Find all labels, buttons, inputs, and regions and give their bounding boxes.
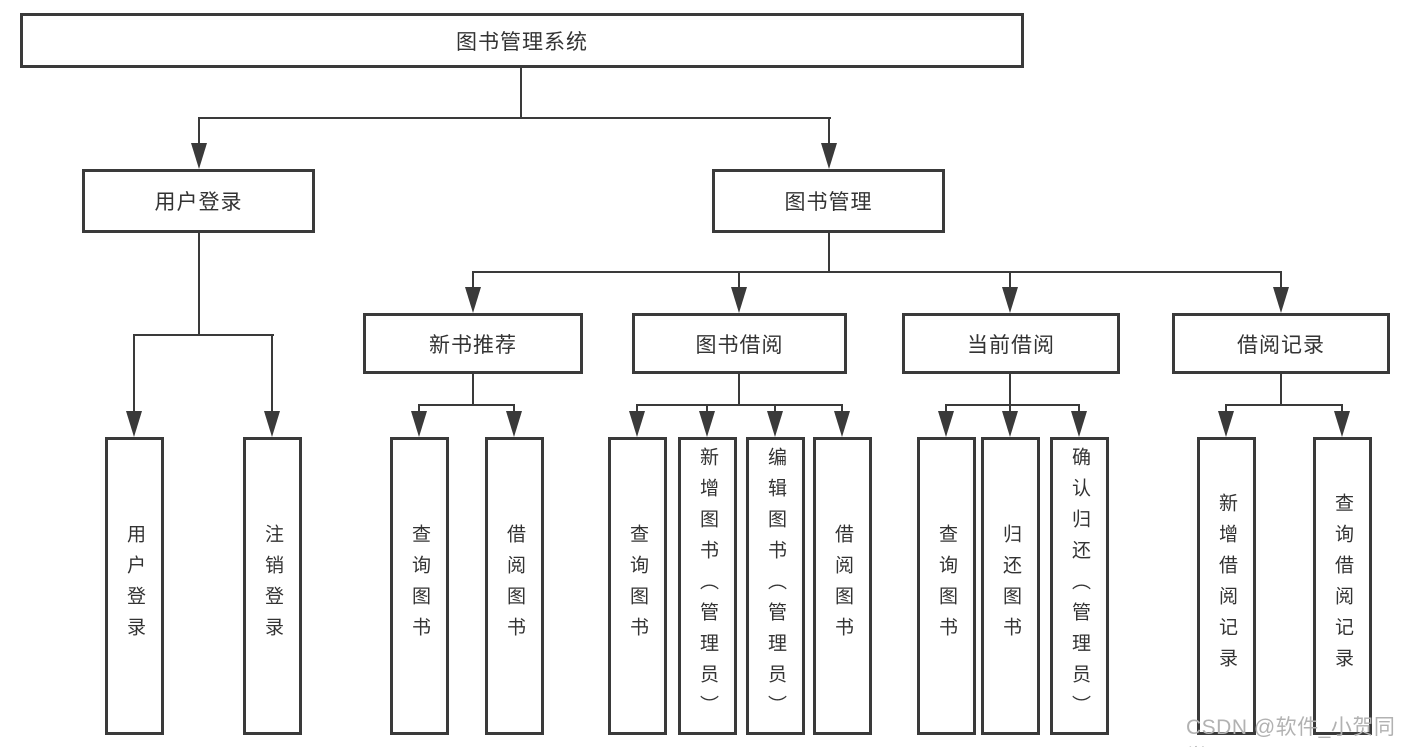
- connector-drop-leaf: [418, 404, 420, 414]
- leaf-query-borrow-record: 查询借阅记录: [1313, 437, 1372, 735]
- arrow-down-icon: [1071, 411, 1087, 437]
- connector-book-borrow-hline: [636, 404, 843, 406]
- leaf-borrow-books-recommend: 借阅图书: [485, 437, 544, 735]
- connector-drop-leaf: [706, 404, 708, 414]
- arrow-down-icon: [699, 411, 715, 437]
- arrow-down-icon: [126, 411, 142, 437]
- leaf-query-books-borrow: 查询图书: [608, 437, 667, 735]
- arrow-down-icon: [1273, 287, 1289, 313]
- node-label: 借阅图书: [832, 524, 853, 648]
- node-label: 图书管理: [784, 191, 873, 214]
- connector-user-login-hline: [134, 334, 274, 336]
- connector-borrow-records-stub: [1280, 372, 1282, 406]
- connector-current-borrow-stub: [1009, 372, 1011, 406]
- node-label: 当前借阅: [967, 333, 1055, 357]
- arrow-down-icon: [821, 143, 837, 169]
- connector-drop-user-login: [198, 117, 200, 145]
- arrow-down-icon: [1334, 411, 1350, 437]
- node-label: 图书借阅: [695, 333, 784, 357]
- connector-drop-new-book-rec: [472, 271, 474, 289]
- node-label: 查询图书: [409, 524, 430, 648]
- connector-drop-leaf: [1009, 404, 1011, 414]
- connector-drop-book-borrow: [738, 271, 740, 289]
- connector-new-book-rec-stub: [472, 372, 474, 406]
- connector-l2-hline: [472, 271, 1282, 273]
- connector-drop-leaf: [636, 404, 638, 414]
- connector-new-book-rec-hline: [418, 404, 515, 406]
- connector-drop-leaf: [841, 404, 843, 414]
- connector-drop-leaf: [271, 334, 273, 413]
- arrow-down-icon: [1218, 411, 1234, 437]
- leaf-logout: 注销登录: [243, 437, 302, 735]
- csdn-watermark: CSDN @软件_小贺同学: [1186, 716, 1396, 747]
- arrow-down-icon: [731, 287, 747, 313]
- node-user-login: 用户登录: [82, 169, 315, 233]
- node-label: 确认归还（管理员）: [1069, 446, 1090, 726]
- connector-drop-leaf: [133, 334, 135, 413]
- node-label: 新增借阅记录: [1216, 493, 1237, 679]
- connector-current-borrow-hline: [945, 404, 1080, 406]
- connector-borrow-records-hline: [1225, 404, 1343, 406]
- node-label: 借阅记录: [1237, 333, 1325, 357]
- arrow-down-icon: [264, 411, 280, 437]
- connector-book-mgmt-stub: [828, 231, 830, 273]
- connector-drop-leaf: [513, 404, 515, 414]
- connector-drop-borrow-records: [1280, 271, 1282, 289]
- arrow-down-icon: [767, 411, 783, 437]
- connector-drop-leaf: [945, 404, 947, 414]
- leaf-query-books-recommend: 查询图书: [390, 437, 449, 735]
- node-label: 用户登录: [154, 191, 243, 214]
- node-label: 查询图书: [627, 524, 648, 648]
- leaf-query-books-current: 查询图书: [917, 437, 976, 735]
- node-label: 新增图书（管理员）: [697, 446, 718, 726]
- connector-drop-leaf: [1225, 404, 1227, 414]
- arrow-down-icon: [465, 287, 481, 313]
- arrow-down-icon: [191, 143, 207, 169]
- node-label: 注销登录: [262, 524, 283, 648]
- node-book-borrowing: 图书借阅: [632, 313, 847, 374]
- node-new-book-recommendation: 新书推荐: [363, 313, 583, 374]
- node-label: 查询借阅记录: [1332, 493, 1353, 679]
- node-library-management-system: 图书管理系统: [20, 13, 1024, 68]
- leaf-edit-book-admin: 编辑图书（管理员）: [746, 437, 805, 735]
- node-borrowing-records: 借阅记录: [1172, 313, 1390, 374]
- node-label: 借阅图书: [504, 524, 525, 648]
- connector-drop-leaf: [1078, 404, 1080, 414]
- connector-drop-book-mgmt: [828, 117, 830, 145]
- node-label: 查询图书: [936, 524, 957, 648]
- arrow-down-icon: [629, 411, 645, 437]
- connector-user-login-stub: [198, 231, 200, 336]
- connector-drop-leaf: [1341, 404, 1343, 414]
- leaf-add-borrow-record: 新增借阅记录: [1197, 437, 1256, 735]
- leaf-add-book-admin: 新增图书（管理员）: [678, 437, 737, 735]
- arrow-down-icon: [506, 411, 522, 437]
- node-label: 用户登录: [124, 524, 145, 648]
- connector-drop-leaf: [774, 404, 776, 414]
- connector-l1-hline: [198, 117, 831, 119]
- connector-book-borrow-stub: [738, 372, 740, 406]
- node-book-management: 图书管理: [712, 169, 945, 233]
- leaf-confirm-return-admin: 确认归还（管理员）: [1050, 437, 1109, 735]
- node-current-borrowing: 当前借阅: [902, 313, 1120, 374]
- node-label: 归还图书: [1000, 524, 1021, 648]
- leaf-return-book: 归还图书: [981, 437, 1040, 735]
- connector-drop-current-borrow: [1009, 271, 1011, 289]
- node-label: 图书管理系统: [456, 30, 588, 54]
- arrow-down-icon: [834, 411, 850, 437]
- arrow-down-icon: [938, 411, 954, 437]
- arrow-down-icon: [1002, 411, 1018, 437]
- leaf-user-login: 用户登录: [105, 437, 164, 735]
- connector-root-stub: [520, 66, 522, 118]
- node-label: 编辑图书（管理员）: [765, 446, 786, 726]
- arrow-down-icon: [411, 411, 427, 437]
- node-label: 新书推荐: [429, 333, 517, 357]
- leaf-borrow-books: 借阅图书: [813, 437, 872, 735]
- arrow-down-icon: [1002, 287, 1018, 313]
